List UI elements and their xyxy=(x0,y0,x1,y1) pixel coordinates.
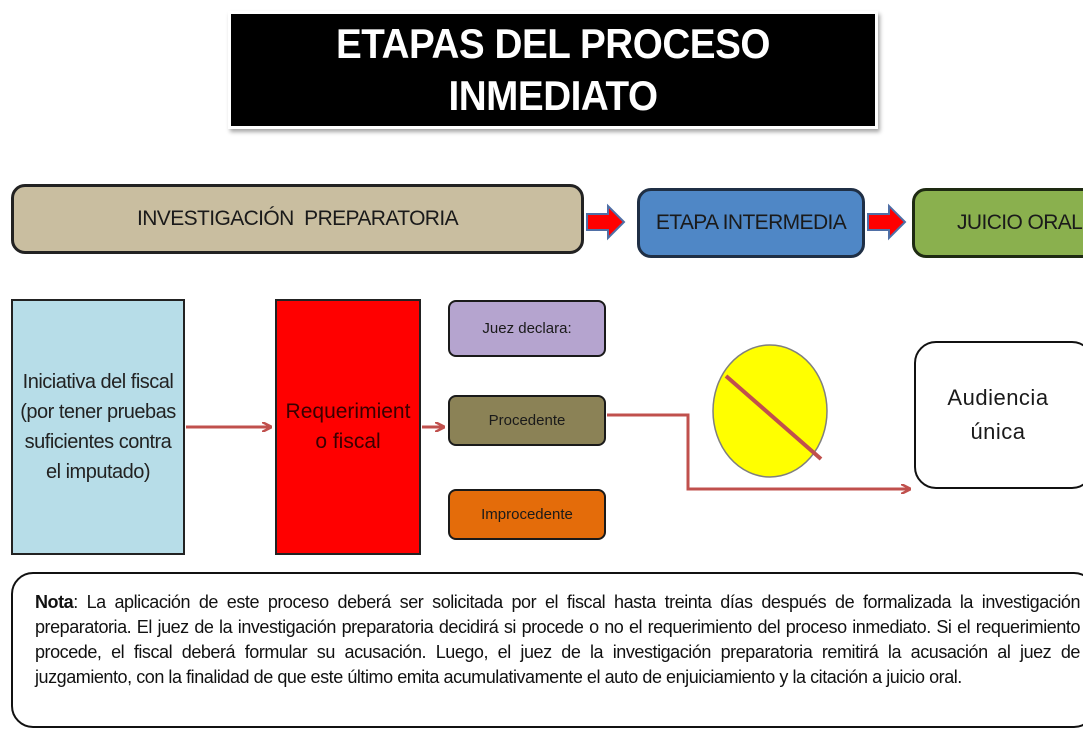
box-requerimiento-fiscal: Requerimiento fiscal xyxy=(275,299,421,555)
box-juez-declara: Juez declara: xyxy=(448,300,606,357)
juez-declara-text: Juez declara: xyxy=(482,320,572,337)
page-title: ETAPAS DEL PROCESO INMEDIATO xyxy=(314,18,792,122)
title-line-1: ETAPAS DEL PROCESO xyxy=(335,20,771,67)
improcedente-text: Improcedente xyxy=(481,506,573,523)
stage-arrow-1 xyxy=(586,203,626,241)
audiencia-line-1: Audiencia xyxy=(947,385,1049,410)
note-box: Nota: La aplicación de este proceso debe… xyxy=(11,572,1083,728)
stage-arrow-2 xyxy=(867,203,907,241)
box-audiencia-unica: Audiencia única xyxy=(914,341,1083,489)
procedente-text: Procedente xyxy=(488,412,566,429)
box-improcedente: Improcedente xyxy=(448,489,606,540)
box-iniciativa-fiscal: Iniciativa del fiscal (por tener pruebas… xyxy=(11,299,185,555)
stage-etapa-intermedia: ETAPA INTERMEDIA xyxy=(637,188,865,258)
stage-investigacion-label: INVESTIGACIÓN PREPARATORIA xyxy=(136,207,459,230)
iniciativa-text: Iniciativa del fiscal (por tener pruebas… xyxy=(20,371,176,483)
arrow-procedente-to-audiencia xyxy=(607,413,909,489)
requerimiento-text: Requerimiento fiscal xyxy=(285,400,411,453)
stage-juicio-label: JUICIO ORAL xyxy=(957,211,1083,234)
stage-investigacion-preparatoria: INVESTIGACIÓN PREPARATORIA xyxy=(11,184,584,254)
box-procedente: Procedente xyxy=(448,395,606,446)
note-text: : La aplicación de este proceso deberá s… xyxy=(35,592,1080,687)
prohibited-sign-icon xyxy=(712,344,828,478)
title-line-2: INMEDIATO xyxy=(448,72,658,119)
title-banner: ETAPAS DEL PROCESO INMEDIATO xyxy=(228,11,878,129)
stage-juicio-oral: JUICIO ORAL xyxy=(912,188,1083,258)
stage-intermedia-label: ETAPA INTERMEDIA xyxy=(655,211,847,234)
audiencia-line-2: única xyxy=(970,419,1026,444)
note-label: Nota xyxy=(35,592,74,612)
